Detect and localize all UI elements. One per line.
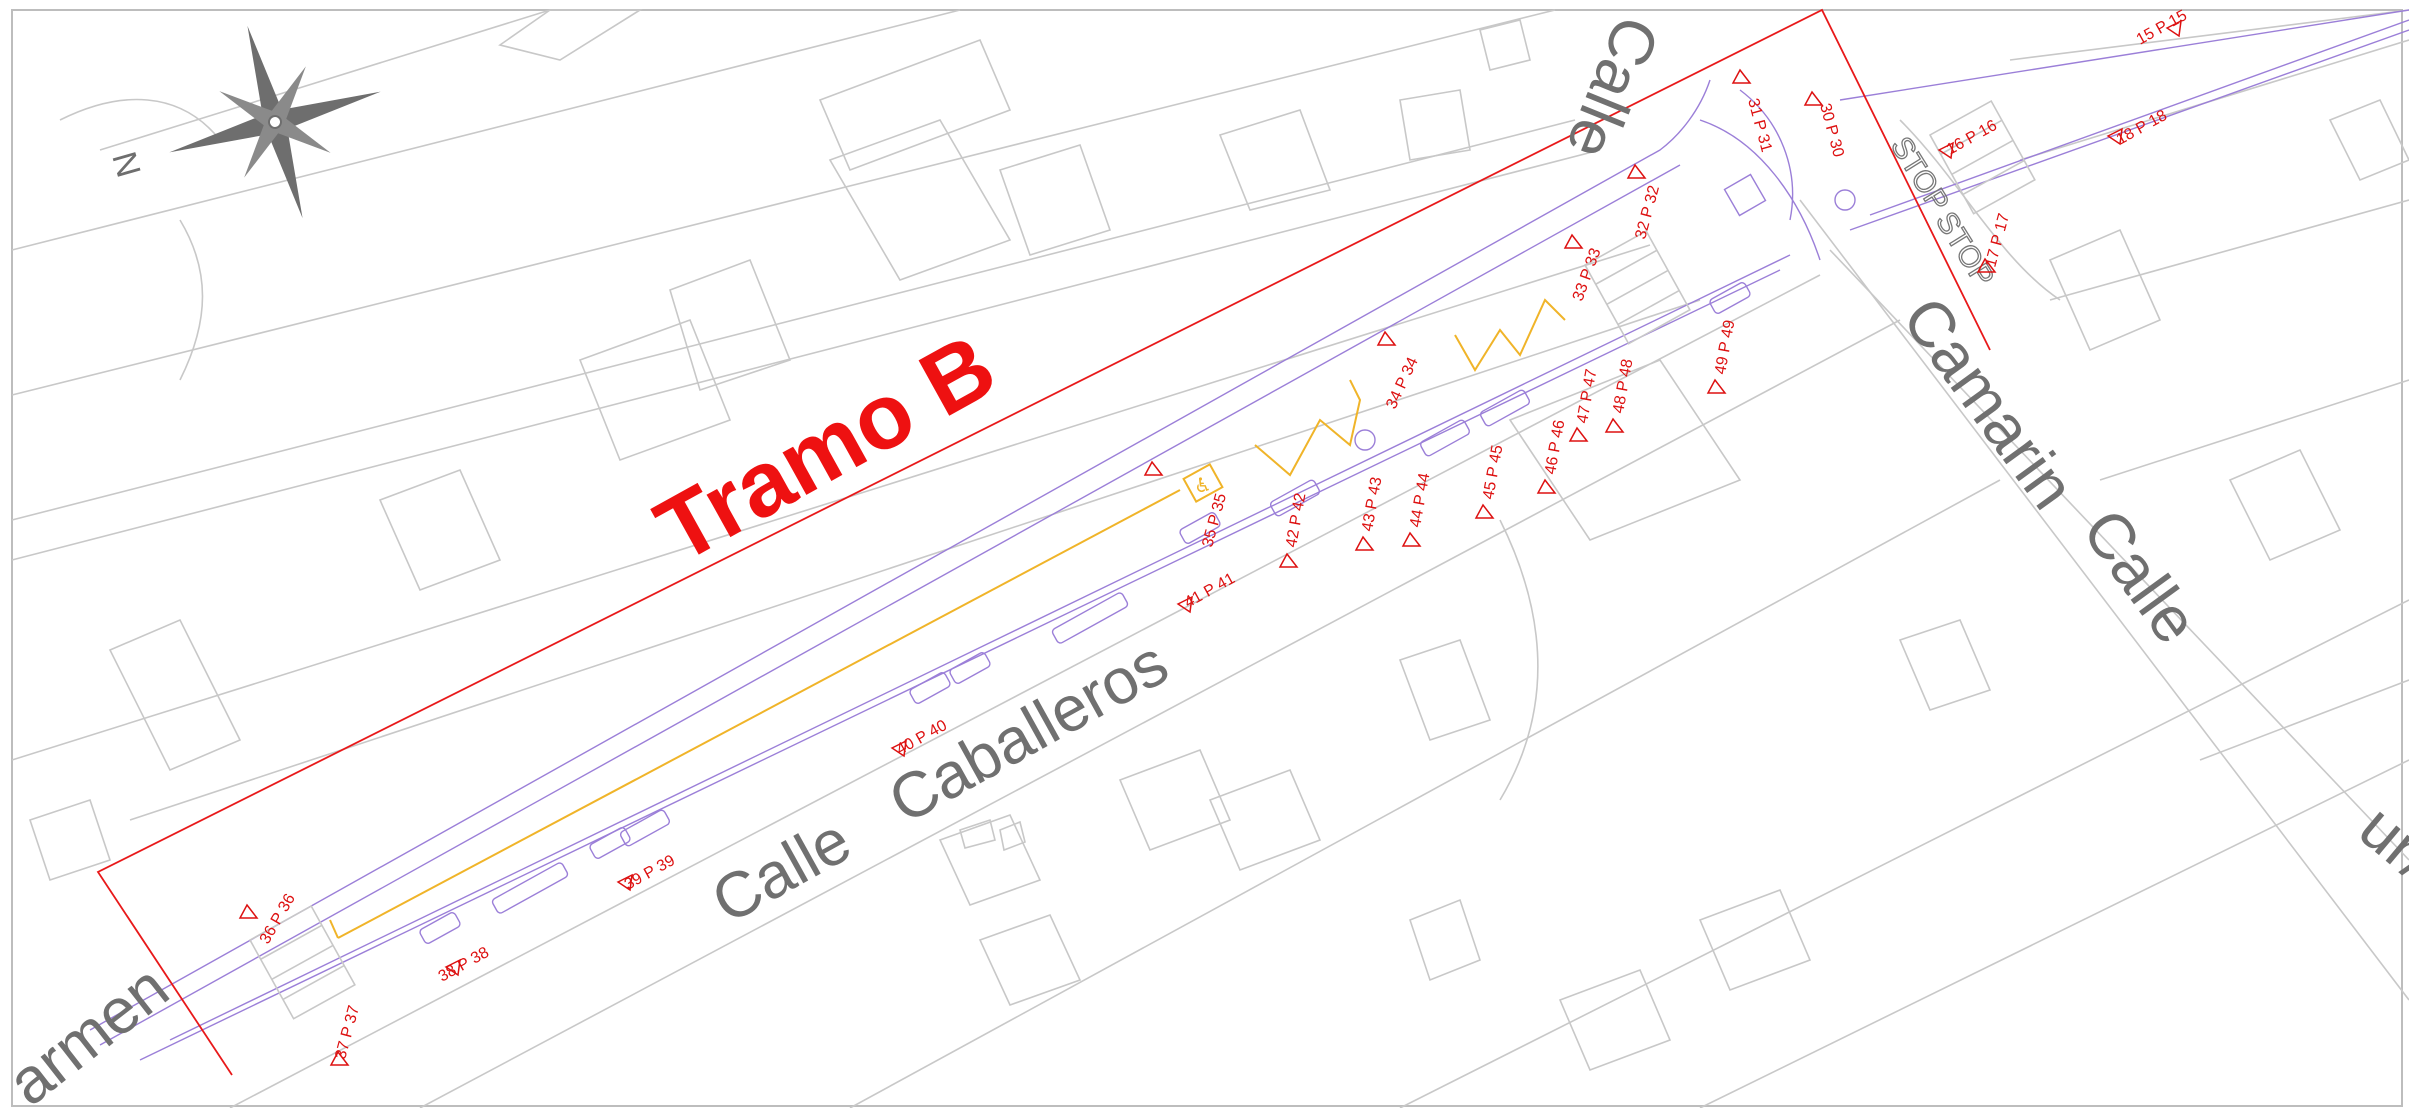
- street-label-calle-caballeros-1: Calle: [700, 804, 862, 938]
- point-41-label: 41 P 41: [1182, 570, 1238, 612]
- point-35-label: 35 P 35: [1199, 492, 1230, 549]
- point-30-label: 30 P 30: [1816, 102, 1847, 159]
- survey-point-markers: [238, 19, 2182, 1066]
- point-37-label: 37 P 37: [332, 1004, 363, 1061]
- point-42-label: 42 P 42: [1283, 492, 1309, 549]
- point-17-label: 17 P 17: [1982, 212, 2013, 269]
- point-32-label: 32 P 32: [1632, 184, 1663, 241]
- point-36-label: 36 P 36: [257, 891, 299, 947]
- curb-lines: [89, 9, 2409, 1061]
- street-label-edge: ur/r: [2346, 791, 2409, 908]
- point-34-label: 34 P 34: [1383, 355, 1422, 412]
- point-31-label: 31 P 31: [1744, 97, 1775, 154]
- point-38-label: 38 P 38: [436, 944, 492, 986]
- map-title: Tramo B: [640, 315, 1011, 583]
- project-boundary: [96, 8, 1991, 1076]
- point-47-label: 47 P 47: [1574, 368, 1600, 425]
- point-45-label: 45 P 45: [1480, 444, 1506, 501]
- point-48-label: 48 P 48: [1610, 358, 1636, 415]
- cable-route: [329, 298, 1566, 939]
- north-label: N: [106, 147, 149, 181]
- street-label-calle-camarin-1: Calle: [2069, 496, 2213, 656]
- point-15-label: 15 P 15: [2134, 7, 2190, 49]
- accessibility-icon: ♿: [1194, 473, 1212, 497]
- building-outlines: [11, 9, 2409, 1108]
- street-label-carmen: armen: [0, 951, 182, 1108]
- parking-blocks: [248, 99, 2036, 1020]
- point-33-label: 33 P 33: [1570, 246, 1605, 303]
- map-frame: [11, 9, 2403, 1107]
- point-46-label: 46 P 46: [1542, 419, 1568, 476]
- compass-rose-icon: [169, 25, 381, 219]
- street-label-calle-top: Calle: [1552, 7, 1673, 169]
- point-44-label: 44 P 44: [1407, 472, 1433, 529]
- point-49-label: 49 P 49: [1712, 319, 1738, 376]
